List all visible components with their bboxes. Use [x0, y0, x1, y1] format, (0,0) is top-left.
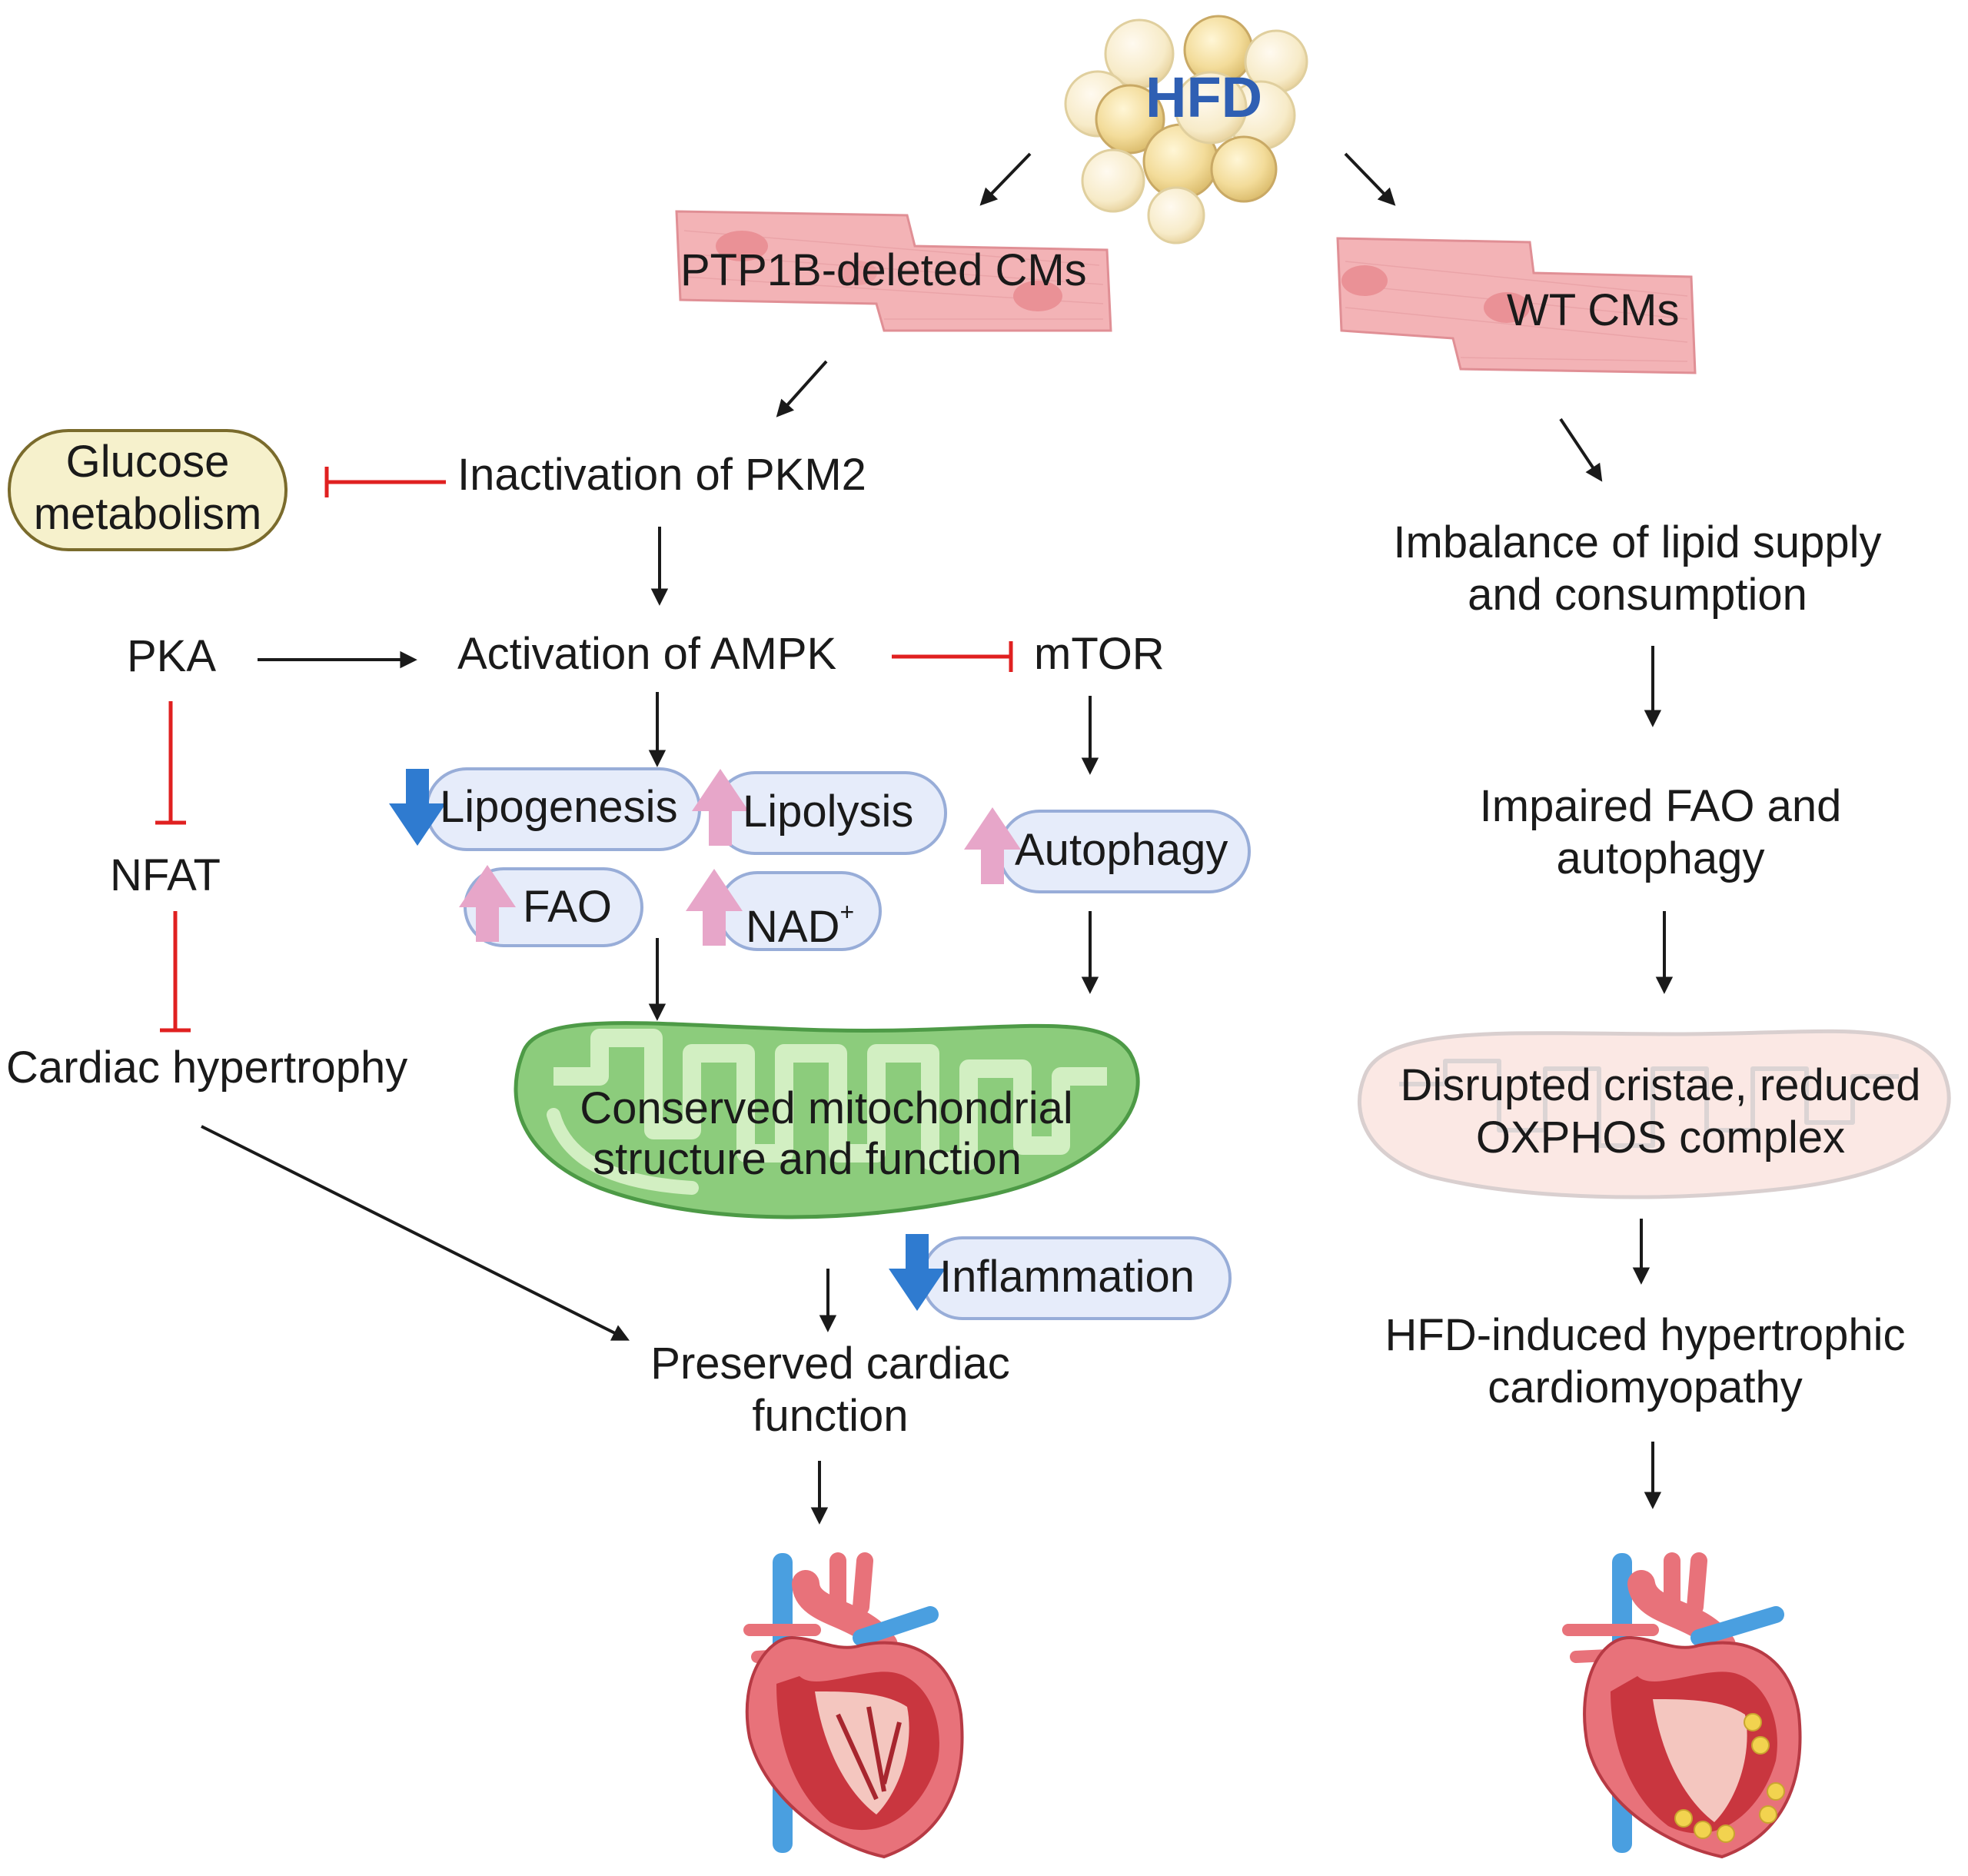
fao-label: FAO — [523, 882, 613, 932]
nad-base-text: NAD — [746, 902, 840, 952]
heart-cross-section-icon — [1562, 1552, 1802, 1859]
mito-conserved-line1: Conserved mitochondrial — [580, 1083, 1073, 1133]
hcm-line2: cardiomyopathy — [1488, 1362, 1803, 1412]
hcm-line1: HFD-induced hypertrophic — [1385, 1310, 1906, 1360]
ampk-label: Activation of AMPK — [457, 629, 837, 679]
autophagy-label: Autophagy — [1015, 825, 1228, 875]
pink-up-arrow-icon — [964, 807, 1021, 884]
cardiomyocyte-icon — [675, 210, 1112, 332]
wt-cms-label: WT CMs — [1507, 285, 1680, 335]
glucose-metabolism-node — [8, 429, 288, 551]
pkm2-label: Inactivation of PKM2 — [457, 450, 866, 500]
inhibition-lines — [155, 467, 1013, 1033]
disrupted-line1: Disrupted cristae, reduced — [1400, 1060, 1921, 1110]
ptp1b-cms-label: PTP1B-deleted CMs — [680, 245, 1087, 295]
mtor-label: mTOR — [1034, 629, 1165, 679]
activation-arrows — [201, 152, 1674, 1525]
inflammation-label: Inflammation — [939, 1252, 1195, 1302]
mitochondrion-icon — [1357, 1029, 1951, 1199]
heart-cross-section-icon — [743, 1552, 964, 1859]
mito-conserved-line2: structure and function — [593, 1134, 1022, 1184]
blue-down-arrow-icon — [889, 1234, 946, 1311]
preserved-line1: Preserved cardiac — [650, 1339, 1010, 1389]
pink-up-arrow-icon — [459, 865, 516, 942]
cardiomyocyte-icon — [1336, 237, 1697, 374]
pink-up-arrow-icon — [692, 769, 749, 846]
disrupted-line2: OXPHOS complex — [1475, 1113, 1846, 1163]
imbalance-line2: and consumption — [1468, 570, 1807, 620]
glucose-metabolism-line2: metabolism — [33, 489, 262, 539]
impaired-line2: autophagy — [1556, 833, 1765, 883]
lipogenesis-label: Lipogenesis — [440, 782, 678, 832]
pink-up-arrow-icon — [686, 869, 743, 946]
pill-shapes — [425, 767, 1251, 1320]
lipolysis-label: Lipolysis — [743, 787, 914, 837]
glucose-metabolism-line1: Glucose — [65, 437, 230, 487]
pka-label: PKA — [127, 631, 217, 681]
nfat-label: NFAT — [110, 850, 221, 900]
blue-down-arrow-icon — [389, 769, 446, 846]
cardiac-hypertrophy-label: Cardiac hypertrophy — [6, 1043, 408, 1093]
lipid-droplet-cluster-icon — [1064, 15, 1308, 244]
mitochondrion-icon — [514, 1021, 1140, 1219]
impaired-line1: Impaired FAO and — [1479, 781, 1842, 831]
nad-superscript: + — [839, 898, 855, 926]
preserved-line2: function — [752, 1391, 909, 1441]
hfd-label: HFD — [1145, 65, 1263, 129]
nad-label: NAD+ — [746, 886, 854, 953]
imbalance-line1: Imbalance of lipid supply — [1393, 517, 1882, 567]
